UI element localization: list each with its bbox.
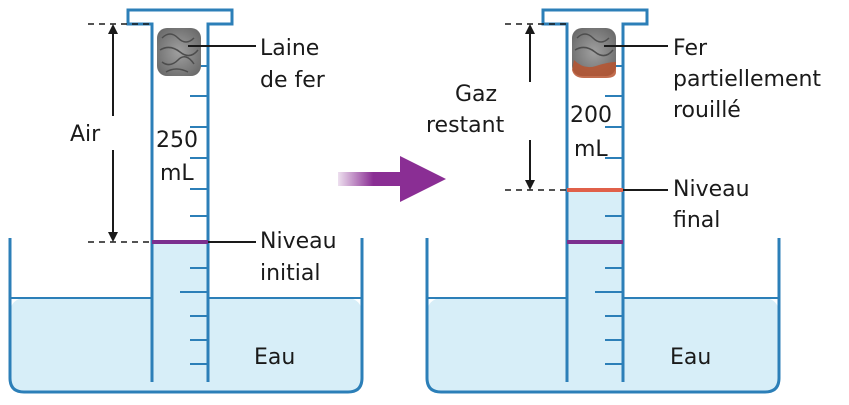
left-setup: Air 250 mL Laine de fer Niveau initial E… (8, 8, 364, 394)
left-volume-line2: mL (160, 161, 194, 186)
iron-label-line3: rouillé (673, 98, 741, 123)
steel-wool (157, 28, 201, 76)
steel-wool-label-line1: Laine (260, 36, 319, 61)
left-water-label: Eau (254, 345, 295, 370)
initial-level-label-line2: initial (260, 261, 321, 286)
iron-label-line2: partiellement (673, 67, 821, 92)
gas-label-line2: restant (426, 113, 505, 138)
final-level-label-line2: final (673, 208, 720, 233)
right-water-label: Eau (670, 345, 711, 370)
left-beaker (8, 238, 364, 394)
right-beaker (425, 238, 781, 394)
air-label: Air (70, 122, 101, 147)
right-volume-line1: 200 (570, 103, 612, 128)
right-graduations (595, 65, 623, 365)
initial-level-label-line1: Niveau (260, 229, 337, 254)
steel-wool-label-line2: de fer (260, 68, 326, 93)
left-volume-line1: 250 (156, 128, 198, 153)
air-dimension-arrow (108, 24, 118, 242)
right-volume-line2: mL (574, 137, 608, 162)
gas-dimension-arrow (525, 24, 535, 190)
right-cylinder-water (567, 190, 623, 382)
iron-label-line1: Fer (673, 36, 708, 61)
left-cylinder-water (152, 242, 208, 382)
rusted-iron (572, 28, 616, 78)
gas-label-line1: Gaz (455, 82, 497, 107)
final-level-label-line1: Niveau (673, 177, 750, 202)
right-setup: Gaz restant 200 mL Fer partiellement rou… (425, 8, 821, 394)
transition-arrow (338, 156, 446, 202)
